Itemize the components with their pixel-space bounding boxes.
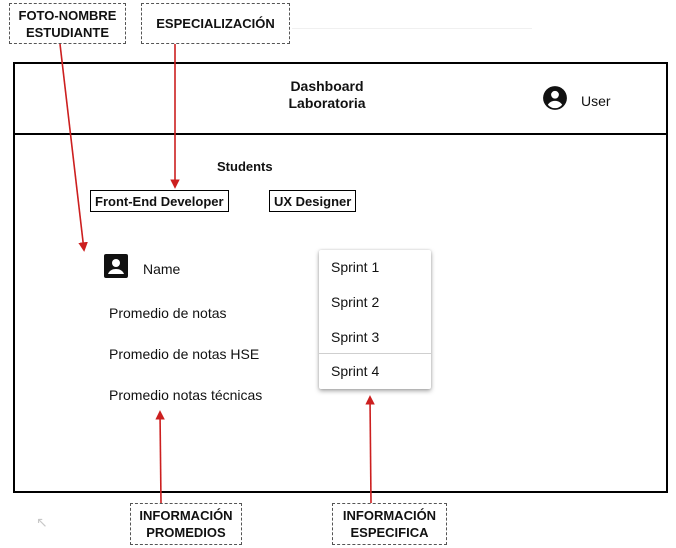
menu-item-sprint-4[interactable]: Sprint 4 [331,363,380,379]
student-name-row: Name [103,254,180,283]
annotation-specific-info: INFORMACIÓN ESPECIFICA [332,503,447,545]
resize-arrow-icon: ↖ [36,514,48,530]
header-divider [13,133,668,135]
user-label: User [581,92,611,109]
app-title: Dashboard Laboratoria [288,78,366,111]
annotation-photo-name: FOTO-NOMBRE ESTUDIANTE [9,3,126,44]
user-menu[interactable]: User [542,85,611,116]
tab-ux-designer[interactable]: UX Designer [269,190,357,212]
contact-card-icon [103,254,129,283]
arrow-photo-name [59,43,88,252]
account-circle-icon [542,85,568,116]
average-hse-grades: Promedio de notas HSE [109,346,260,362]
sprint-dropdown-menu: Sprint 1 Sprint 2 Sprint 3 Sprint 4 [319,250,431,389]
tab-front-end-developer[interactable]: Front-End Developer [90,190,229,212]
arrow-specific-info [365,395,375,504]
average-technical-grades: Promedio notas técnicas [109,387,263,403]
menu-item-sprint-3[interactable]: Sprint 3 [331,329,380,345]
average-grades: Promedio de notas [109,305,227,321]
student-name: Name [143,260,181,277]
students-heading: Students [217,159,273,174]
annotation-averages-info: INFORMACIÓN PROMEDIOS [130,503,242,545]
menu-item-sprint-1[interactable]: Sprint 1 [331,259,380,275]
dashboard-frame [13,62,668,493]
menu-divider [319,353,431,354]
annotation-specialization: ESPECIALIZACIÓN [141,3,290,44]
arrow-averages-info [155,410,165,504]
divider [292,28,532,29]
menu-item-sprint-2[interactable]: Sprint 2 [331,294,380,310]
